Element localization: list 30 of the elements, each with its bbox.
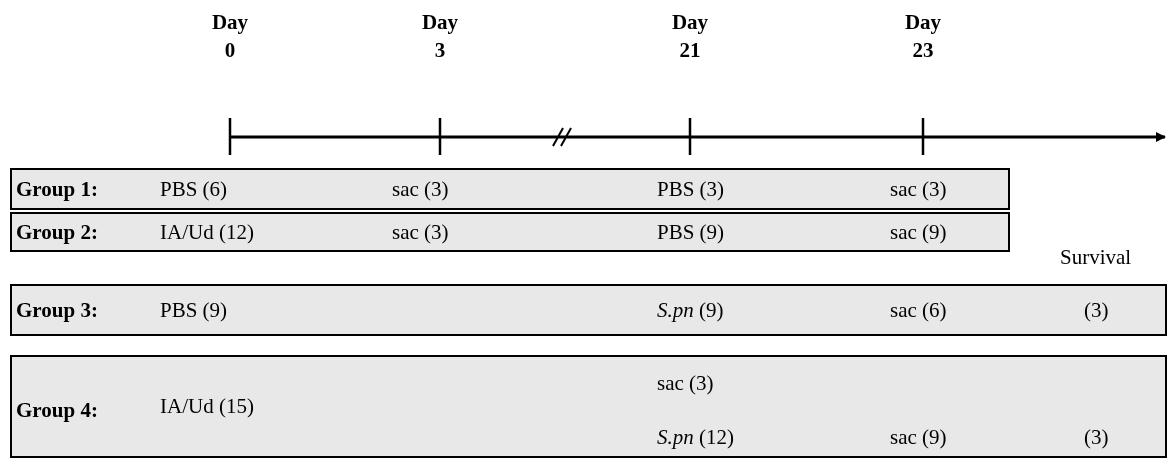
treatment-label: (3) xyxy=(1084,297,1109,323)
day-label: Day 21 xyxy=(670,9,710,64)
treatment-label: PBS (9) xyxy=(657,219,725,245)
column-heading: Survival xyxy=(1060,244,1132,270)
day-label: Day 0 xyxy=(210,9,250,64)
group-bar xyxy=(10,355,1167,458)
treatment-label: sac (6) xyxy=(890,297,947,323)
treatment-label: (3) xyxy=(1084,424,1109,450)
treatment-label: PBS (9) xyxy=(160,297,228,323)
treatment-label: S.pn (12) xyxy=(657,424,734,450)
day-label: Day 3 xyxy=(420,9,460,64)
treatment-label: sac (9) xyxy=(890,219,947,245)
treatment-label: sac (9) xyxy=(890,424,947,450)
group-label: Group 3: xyxy=(16,297,98,323)
treatment-label: IA/Ud (15) xyxy=(160,393,254,419)
day-label: Day 23 xyxy=(903,9,943,64)
group-label: Group 4: xyxy=(16,397,98,423)
treatment-label: PBS (6) xyxy=(160,176,228,202)
treatment-label: sac (3) xyxy=(392,219,449,245)
treatment-label: S.pn (9) xyxy=(657,297,724,323)
group-label: Group 2: xyxy=(16,219,98,245)
treatment-label: sac (3) xyxy=(392,176,449,202)
group-bar xyxy=(10,168,1010,210)
treatment-label: sac (3) xyxy=(657,370,714,396)
treatment-label: IA/Ud (12) xyxy=(160,219,254,245)
treatment-label: sac (3) xyxy=(890,176,947,202)
treatment-label: PBS (3) xyxy=(657,176,725,202)
group-bar xyxy=(10,284,1167,336)
group-bar xyxy=(10,212,1010,252)
group-label: Group 1: xyxy=(16,176,98,202)
